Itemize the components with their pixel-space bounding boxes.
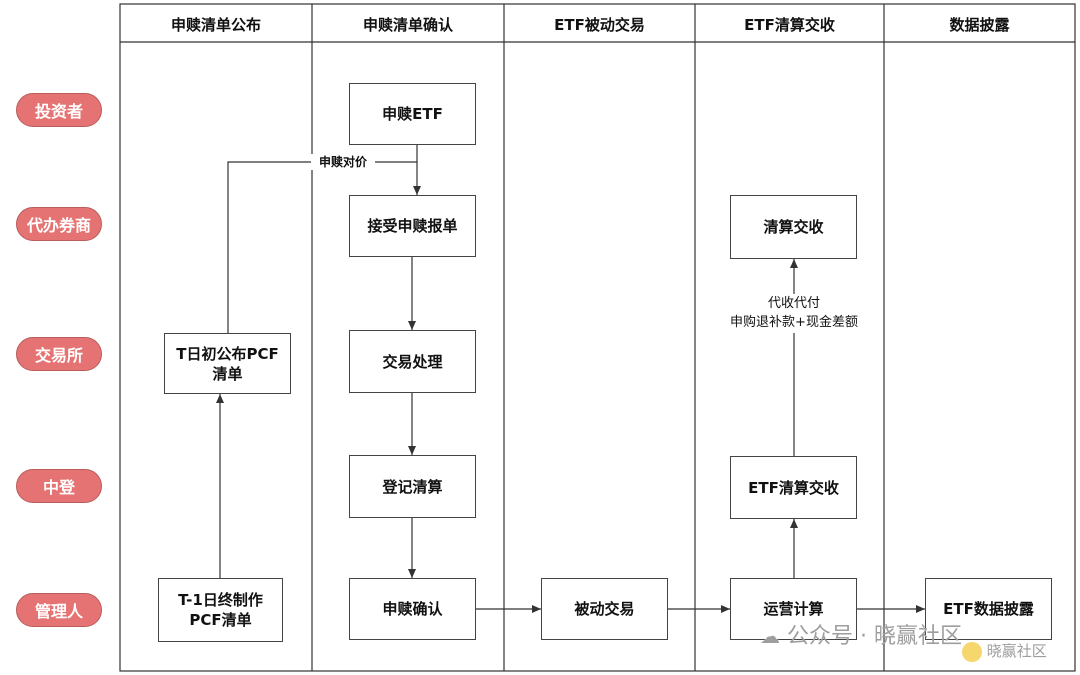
box-etf-clearing: ETF清算交收 — [730, 456, 857, 519]
box-clearing: 清算交收 — [730, 195, 857, 259]
swimlane-frame — [119, 3, 1076, 672]
box-t-pcf: T日初公布PCF 清单 — [164, 333, 291, 394]
bee-logo-icon — [962, 641, 982, 662]
lane-header-passive-trade: ETF被动交易 — [554, 15, 645, 34]
lane-header-disclosure: 数据披露 — [949, 15, 1010, 34]
box-accept-order: 接受申赎报单 — [349, 195, 476, 257]
role-broker: 代办券商 — [16, 207, 102, 241]
role-investor: 投资者 — [16, 93, 102, 127]
box-register-clear: 登记清算 — [349, 455, 476, 518]
watermark-small-text: 晓赢社区 — [986, 642, 1047, 660]
role-exchange: 交易所 — [16, 337, 102, 371]
label-consideration: 申赎对价 — [311, 154, 375, 170]
wechat-icon: ☁ — [760, 624, 780, 648]
box-passive-trade: 被动交易 — [541, 578, 668, 640]
box-operation-calc: 运营计算 — [730, 578, 857, 640]
lane-header-clearing: ETF清算交收 — [744, 15, 835, 34]
role-csdc: 中登 — [16, 469, 102, 503]
box-subscribe-etf: 申赎ETF — [349, 83, 476, 145]
box-disclosure: ETF数据披露 — [925, 578, 1052, 640]
box-trade-process: 交易处理 — [349, 330, 476, 393]
watermark-main: ☁ 公众号 · 晓赢社区 — [760, 618, 1060, 650]
box-t1-pcf: T-1日终制作 PCF清单 — [158, 578, 283, 642]
label-collect-pay: 代收代付 申购退补款+现金差额 — [705, 294, 883, 332]
watermark-small: 晓赢社区 — [962, 640, 1072, 662]
lane-header-confirm: 申赎清单确认 — [362, 15, 453, 34]
watermark-text: 公众号 · 晓赢社区 — [787, 624, 962, 649]
box-confirm: 申赎确认 — [349, 578, 476, 640]
role-manager: 管理人 — [16, 593, 102, 627]
lane-header-pcf-publish: 申赎清单公布 — [170, 15, 261, 34]
